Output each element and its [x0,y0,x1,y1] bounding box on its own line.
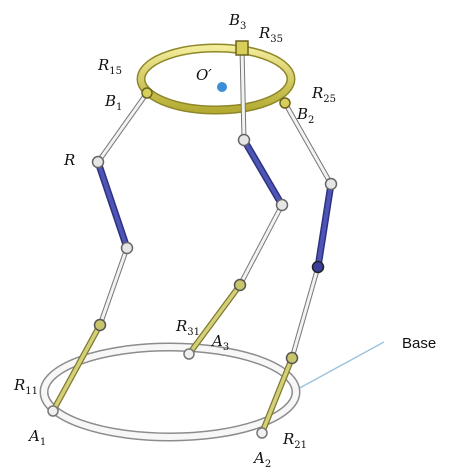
joint [275,198,289,212]
joint-r31 [183,348,195,360]
moving-platform-ring [136,43,296,115]
limb-3 [183,40,289,360]
label-r31: R31 [175,317,200,338]
joint [285,351,299,365]
joint-b2 [279,97,291,109]
label-b1: B1 [104,92,122,113]
label-r25: R25 [311,84,336,105]
label-base: Base [402,335,436,352]
label-r21: R21 [282,430,307,451]
limb-1 [47,91,150,417]
label-r: R [63,151,75,169]
label-r15: R15 [97,56,122,77]
joint [93,318,107,332]
limb-2 [256,101,338,439]
joint [324,177,338,191]
center-point [217,82,227,92]
base-ring [39,342,301,442]
joint [120,241,134,255]
joint-b3 [235,40,249,56]
label-a3: A3 [210,332,229,353]
label-o-prime: O′ [196,66,212,84]
label-a2: A2 [252,449,271,470]
label-a1: A1 [27,427,46,448]
joint-b1 [141,87,153,99]
joint-a1 [47,405,59,417]
label-r11: R11 [13,376,38,397]
label-b2: B2 [296,105,314,126]
joint [237,133,251,147]
label-b3: B3 [228,11,246,32]
joint-r [91,155,105,169]
joint [233,278,247,292]
label-r35: R35 [258,24,283,45]
base-leader-line [295,341,385,391]
joint-a2 [256,427,268,439]
joint [311,260,325,274]
